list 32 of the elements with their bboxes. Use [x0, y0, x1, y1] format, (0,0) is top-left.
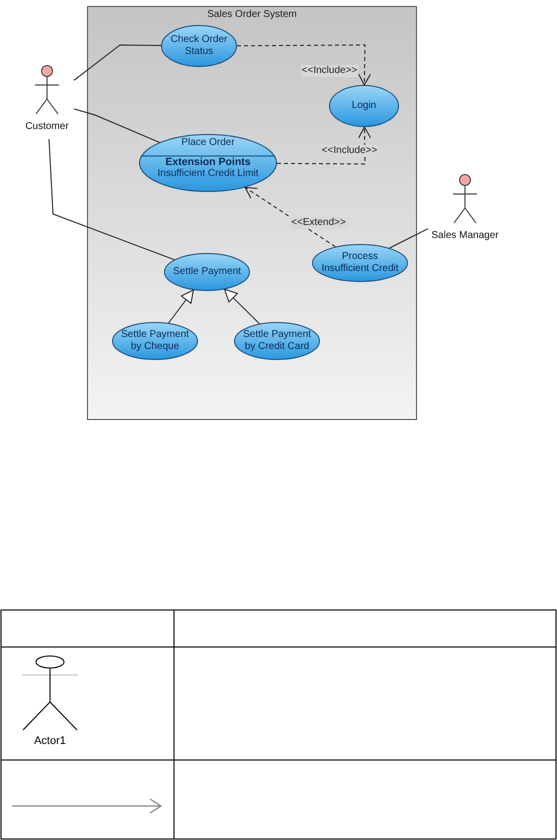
association-line: [389, 228, 428, 248]
generalization-arrow: [168, 290, 194, 324]
use-case-ellipse: [139, 134, 277, 192]
association-line: [74, 108, 160, 143]
association-line: [74, 44, 162, 81]
use-case-name: Settle Payment by Cheque: [120, 329, 190, 353]
extension-point: Insufficient Credit Limit: [158, 168, 258, 180]
association-line: [48, 138, 175, 260]
compartment-heading: Extension Points: [165, 156, 251, 168]
use-case-name: Process Insufficient Credit: [320, 251, 400, 275]
actor-name: Sales Manager: [430, 230, 500, 242]
use-case-ellipse: [164, 253, 250, 291]
stereotype-label: <<Include>>: [300, 65, 358, 78]
use-case-ellipse: [112, 322, 198, 360]
use-case-ellipse: [329, 85, 399, 127]
use-case-ellipse: [161, 25, 237, 67]
use-case-name: Settle Payment: [172, 266, 242, 278]
stereotype-label: <<Extend>>: [290, 217, 347, 230]
dependency-arrow: [276, 126, 372, 164]
use-case-name: Settle Payment by Credit Card: [242, 329, 312, 353]
system-boundary: [87, 6, 417, 420]
use-case-name: Place Order: [181, 137, 235, 149]
use-case-ellipse: [312, 244, 408, 282]
system-title: Sales Order System: [206, 9, 298, 21]
use-case-ellipse: [234, 322, 320, 360]
stereotype-label: <<Include>>: [320, 145, 378, 158]
generalization-arrow: [224, 288, 260, 324]
actor-name: Actor1: [33, 735, 67, 748]
dependency-arrow: [236, 44, 371, 86]
use-case-name: Login: [350, 100, 378, 112]
use-case-name: Check Order Status: [170, 34, 228, 58]
actor-name: Customer: [24, 121, 70, 133]
